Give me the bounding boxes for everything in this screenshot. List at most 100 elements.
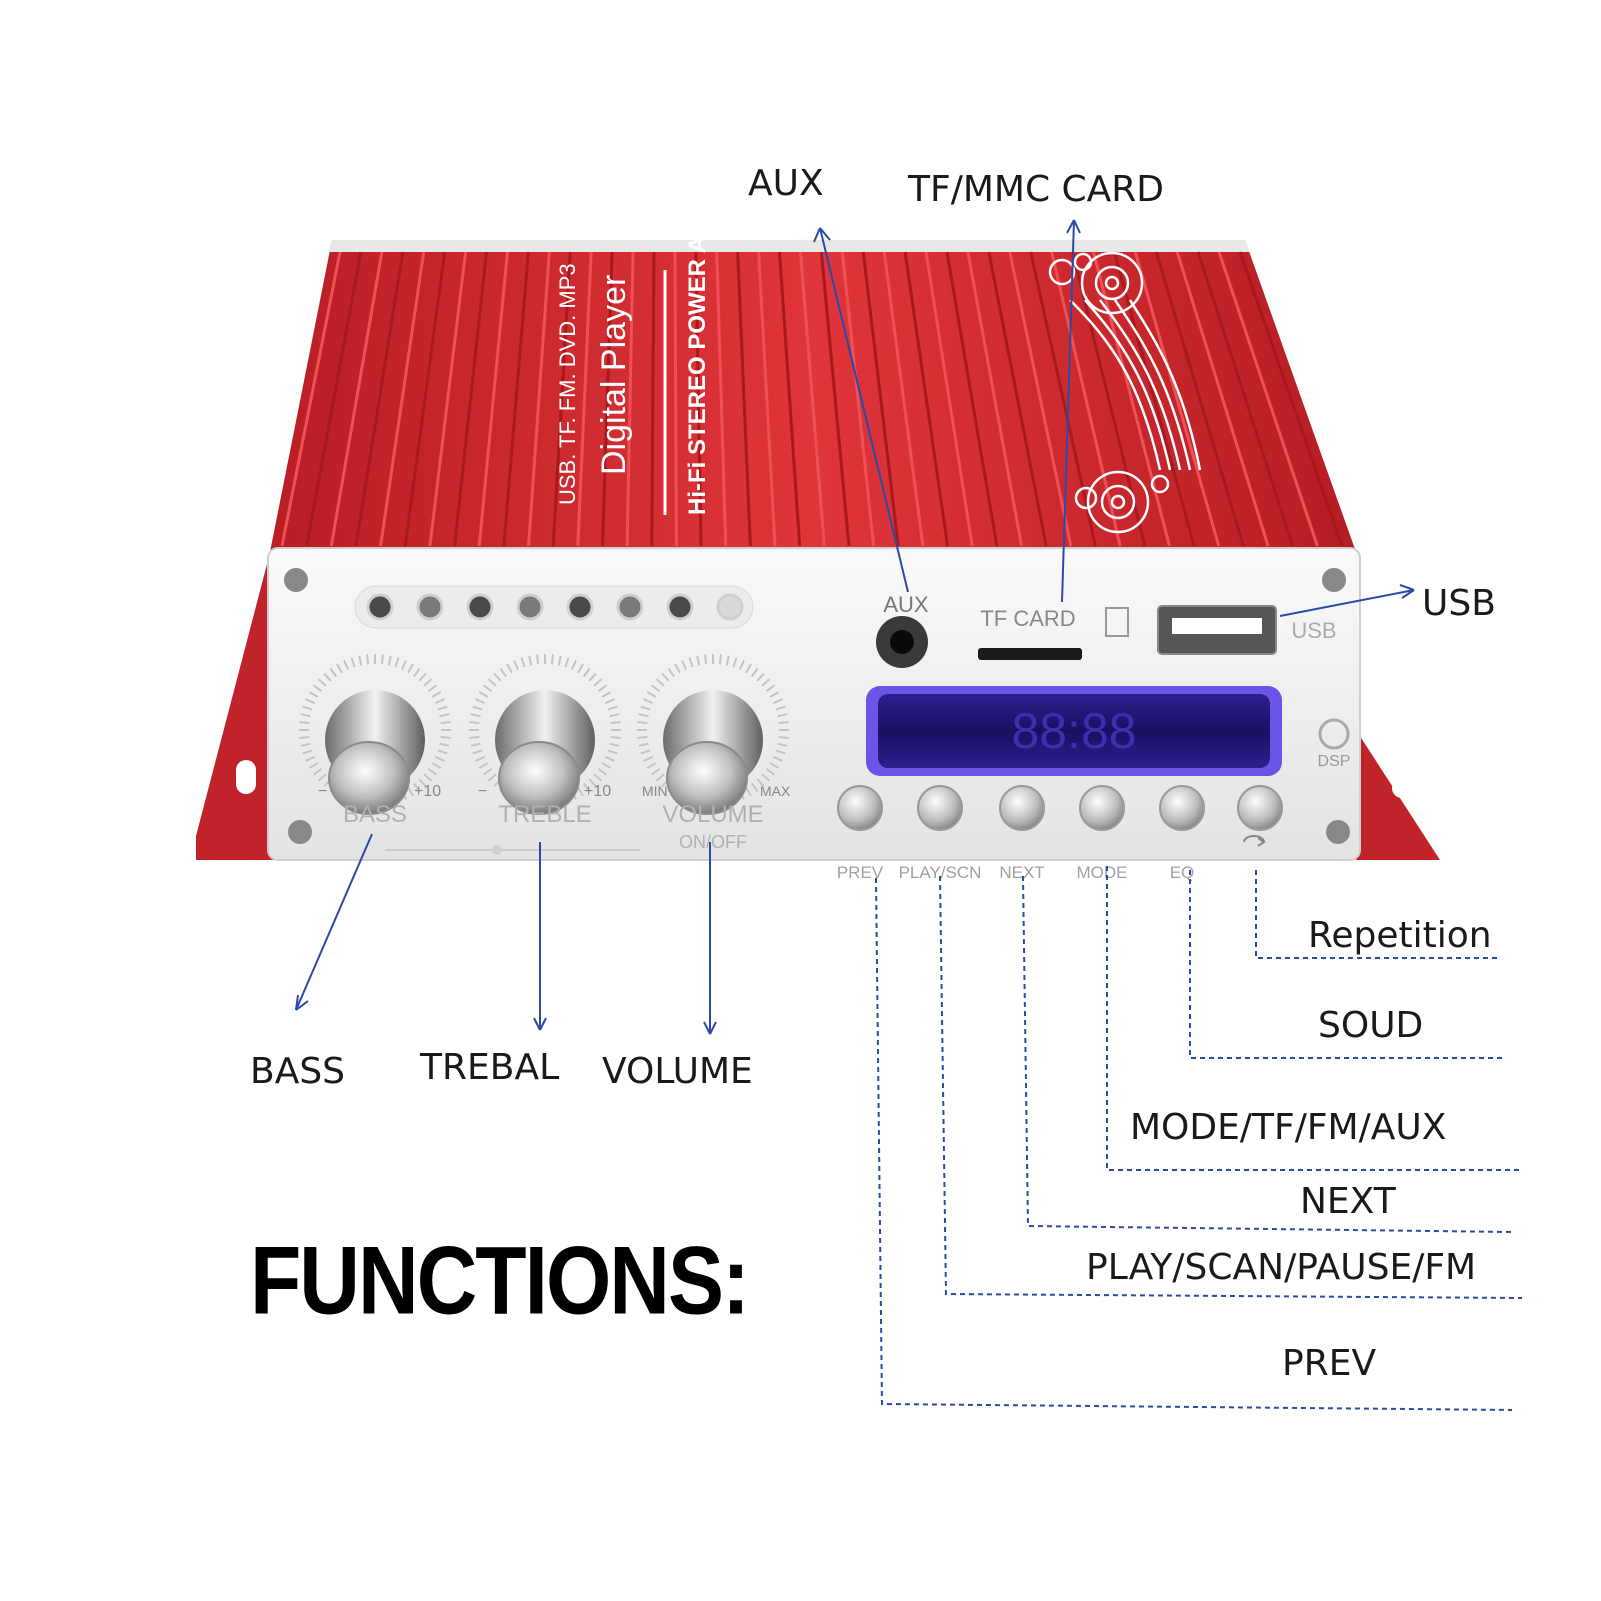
heatsink-fin [673, 251, 678, 547]
front-button-label: PLAY/SCN [899, 863, 982, 882]
knob-tick [418, 778, 427, 788]
knob-tick [650, 767, 661, 776]
led-indicator [366, 593, 394, 621]
knob-tick [765, 767, 776, 776]
knob-tick [761, 773, 771, 782]
knob-tick [434, 755, 445, 762]
knob-tick [427, 684, 438, 693]
heatsink-fin [329, 251, 384, 547]
knob-tick [302, 749, 313, 755]
knob-tick [487, 773, 497, 782]
heatsink-fin [861, 251, 900, 547]
heatsink-fin [379, 251, 426, 547]
knob-tick [440, 735, 451, 739]
knob-label-treble: TREBLE [498, 801, 591, 828]
dsp-logo-icon [1318, 718, 1350, 750]
callout-trebal: TREBAL [420, 1047, 560, 1088]
screw [1322, 568, 1346, 592]
aux-jack-hole [890, 630, 914, 654]
knob-tick [469, 721, 480, 725]
knob-tick [775, 749, 786, 755]
leader-repetition [1255, 870, 1500, 959]
knob-tick [366, 654, 370, 665]
left-mount-slot [236, 760, 256, 794]
callout-soud: SOUD [1318, 1005, 1424, 1046]
heatsink-fin [736, 251, 752, 547]
knob-tick [506, 663, 513, 674]
knob-tick [418, 672, 427, 682]
led-indicator [716, 593, 744, 621]
button-leader-lines [875, 866, 1523, 1411]
knob-tick [439, 713, 450, 718]
front-button[interactable] [1079, 785, 1125, 831]
callout-volume: VOLUME [602, 1051, 753, 1092]
front-button[interactable] [837, 785, 883, 831]
knob-tick [756, 672, 765, 682]
treble-min-mark: − [478, 783, 487, 800]
knob-tick [423, 678, 433, 687]
knob-tick [637, 721, 648, 725]
knob-tick [317, 678, 327, 687]
knob-tick [696, 655, 701, 666]
knob-tick [732, 657, 738, 668]
callout-bass: BASS [250, 1051, 346, 1092]
heatsink-fin [305, 251, 363, 547]
screw [1326, 820, 1350, 844]
knob-tick [394, 657, 400, 668]
side-text-line1: USB. TF. FM. DVD. MP3 [555, 263, 580, 505]
heatsink-fin [453, 251, 489, 547]
leader-aux-arrow [813, 227, 831, 243]
callout-aux: AUX [748, 163, 824, 204]
knob-tick [550, 654, 554, 665]
knob-tick [756, 778, 765, 788]
knob-tick [305, 698, 316, 705]
callout-next: NEXT [1300, 1181, 1396, 1222]
heatsink-fin [551, 251, 572, 547]
heatsink-fin [819, 251, 851, 547]
tf-card-slot [978, 648, 1082, 660]
led-indicators [366, 593, 744, 621]
heatsink-fin [1196, 251, 1295, 547]
control-knobs [299, 654, 789, 815]
screw [288, 820, 312, 844]
knob-tick [570, 660, 577, 671]
knob-tick [777, 713, 788, 718]
knob-tick [299, 735, 310, 739]
knob-tick [412, 782, 421, 793]
knob-tick [431, 691, 442, 698]
usb-port-tongue [1172, 618, 1262, 634]
knob-tick [601, 762, 612, 769]
bass-max-mark: +10 [414, 783, 441, 800]
knob-tick [593, 678, 603, 687]
front-button[interactable] [1159, 785, 1205, 831]
front-button[interactable] [999, 785, 1045, 831]
heatsink-fin [924, 251, 974, 547]
knob-tick [387, 655, 392, 666]
knob-tick [557, 655, 562, 666]
led-indicator [666, 593, 694, 621]
knob-tick [407, 786, 414, 797]
knob-tick [778, 721, 789, 725]
knob-tick [725, 655, 730, 666]
knob-tick [343, 660, 350, 671]
knob-tick [588, 778, 597, 788]
knob-tick [577, 786, 584, 797]
left-mount-bracket [196, 522, 278, 860]
heatsink-fin [502, 251, 530, 547]
leader-aux [819, 227, 909, 593]
knob-tick [604, 755, 615, 762]
dsp-label: DSP [1318, 753, 1351, 770]
functions-title: FUNCTIONS: [250, 1226, 750, 1335]
knob-tick [482, 767, 493, 776]
front-button-label: PREV [837, 863, 884, 882]
front-button[interactable] [917, 785, 963, 831]
front-button-label: NEXT [999, 863, 1044, 882]
leader-bass-arrow [295, 994, 309, 1011]
knob-tick [775, 705, 786, 711]
heatsink-fin [1133, 251, 1221, 547]
front-button[interactable] [1237, 785, 1283, 831]
knob-tick [643, 755, 654, 762]
leader-play [939, 875, 1523, 1299]
knob-tick [604, 698, 615, 705]
